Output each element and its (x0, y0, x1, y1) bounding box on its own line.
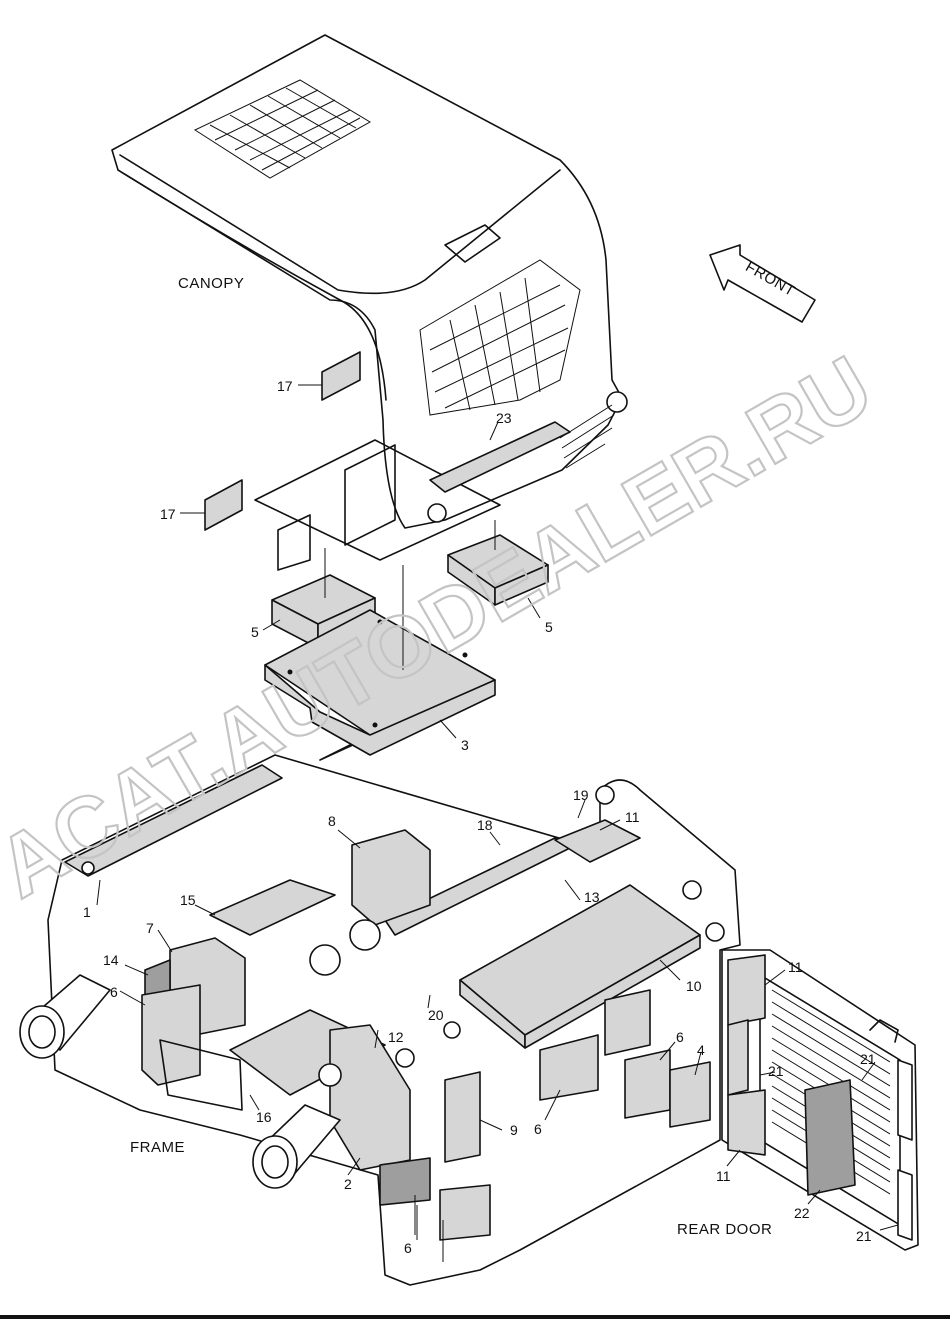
left-axle-hub (19, 974, 111, 1059)
callout-21-lower: 21 (856, 1228, 872, 1244)
callout-23: 23 (496, 410, 512, 426)
center-axle-hub (252, 1104, 341, 1189)
frame-label: FRAME (130, 1139, 185, 1156)
callout-17-lower: 17 (160, 506, 176, 522)
callout-6-inner: 6 (534, 1121, 542, 1137)
callout-5-left: 5 (251, 624, 259, 640)
callout-14: 14 (103, 952, 119, 968)
callout-5-right: 5 (545, 619, 553, 635)
callout-9: 9 (510, 1122, 518, 1138)
callout-11-top: 11 (625, 809, 640, 825)
callout-13: 13 (584, 889, 600, 905)
callout-17-upper: 17 (277, 378, 293, 394)
callout-6-bottom: 6 (404, 1240, 412, 1256)
insulation-pads (264, 534, 549, 761)
callout-11-door-bottom: 11 (716, 1168, 731, 1184)
canopy-rear-mesh (419, 259, 581, 416)
watermark-text: ACAT.AUTODEALER.RU (0, 338, 887, 916)
callout-4: 4 (697, 1042, 705, 1058)
callout-18: 18 (477, 817, 493, 833)
callout-20: 20 (428, 1007, 444, 1023)
assembly-lines (324, 520, 496, 670)
callout-22: 22 (794, 1205, 810, 1221)
front-direction-arrow: FRONT (709, 244, 816, 323)
leader-lines (96, 384, 899, 1240)
callout-2: 2 (344, 1176, 352, 1192)
callout-7: 7 (146, 920, 154, 936)
callout-10: 10 (686, 978, 702, 994)
callout-16: 16 (256, 1109, 272, 1125)
callout-8: 8 (328, 813, 336, 829)
callout-3: 3 (461, 737, 469, 753)
callout-15: 15 (180, 892, 196, 908)
part-callouts: 17 17 23 5 5 3 19 18 11 8 13 15 1 7 14 1… (83, 378, 876, 1256)
frame-assembly (19, 754, 741, 1286)
roof-vent-grid (193, 79, 371, 179)
callout-12: 12 (388, 1029, 404, 1045)
callout-21-upper: 21 (860, 1051, 876, 1067)
callout-19: 19 (573, 787, 589, 803)
callout-1: 1 (83, 904, 91, 920)
callout-11-door-top: 11 (788, 959, 803, 975)
canopy-label: CANOPY (178, 275, 244, 292)
callout-6-right: 6 (676, 1029, 684, 1045)
callout-21-middle: 21 (768, 1063, 784, 1079)
rear-door-label: REAR DOOR (677, 1221, 772, 1238)
callout-6-left: 6 (110, 984, 118, 1000)
canopy-assembly (111, 34, 628, 571)
rear-door-assembly (721, 949, 919, 1251)
